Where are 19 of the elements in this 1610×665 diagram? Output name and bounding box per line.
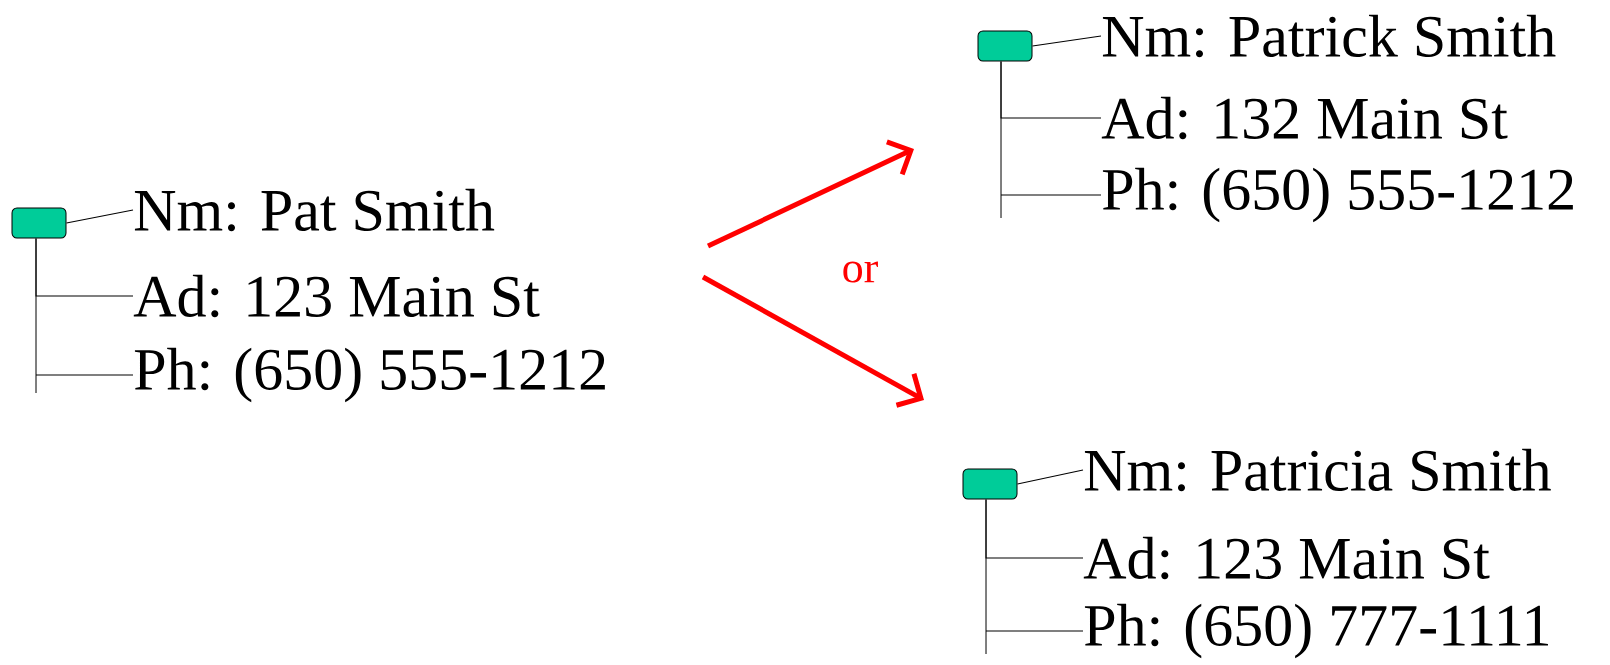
tree-line xyxy=(1017,469,1084,485)
field-text: Nm: Patrick Smith xyxy=(1102,14,1556,58)
field-text: Ad: 123 Main St xyxy=(1083,536,1490,580)
field-text: Nm: Patricia Smith xyxy=(1084,448,1551,492)
field-text: Ph: (650) 777-1111 xyxy=(1084,603,1548,659)
field-text: Ph: (650) 555-1212 xyxy=(134,347,605,403)
field-text: Nm: Pat Smith xyxy=(134,188,495,232)
field-text: Ph: (650) 555-1212 xyxy=(1102,167,1573,223)
field-text: Ad: 123 Main St xyxy=(133,274,540,318)
record-box xyxy=(11,207,67,239)
record-box xyxy=(977,30,1033,62)
field-text: Ad: 132 Main St xyxy=(1101,96,1508,140)
tree-line xyxy=(35,238,134,394)
tree-line xyxy=(985,499,1084,655)
label-text: or xyxy=(843,261,878,283)
tree-line xyxy=(1032,35,1102,47)
tree-line xyxy=(66,209,134,224)
tree-line xyxy=(1000,61,1102,219)
record-box xyxy=(962,468,1018,500)
